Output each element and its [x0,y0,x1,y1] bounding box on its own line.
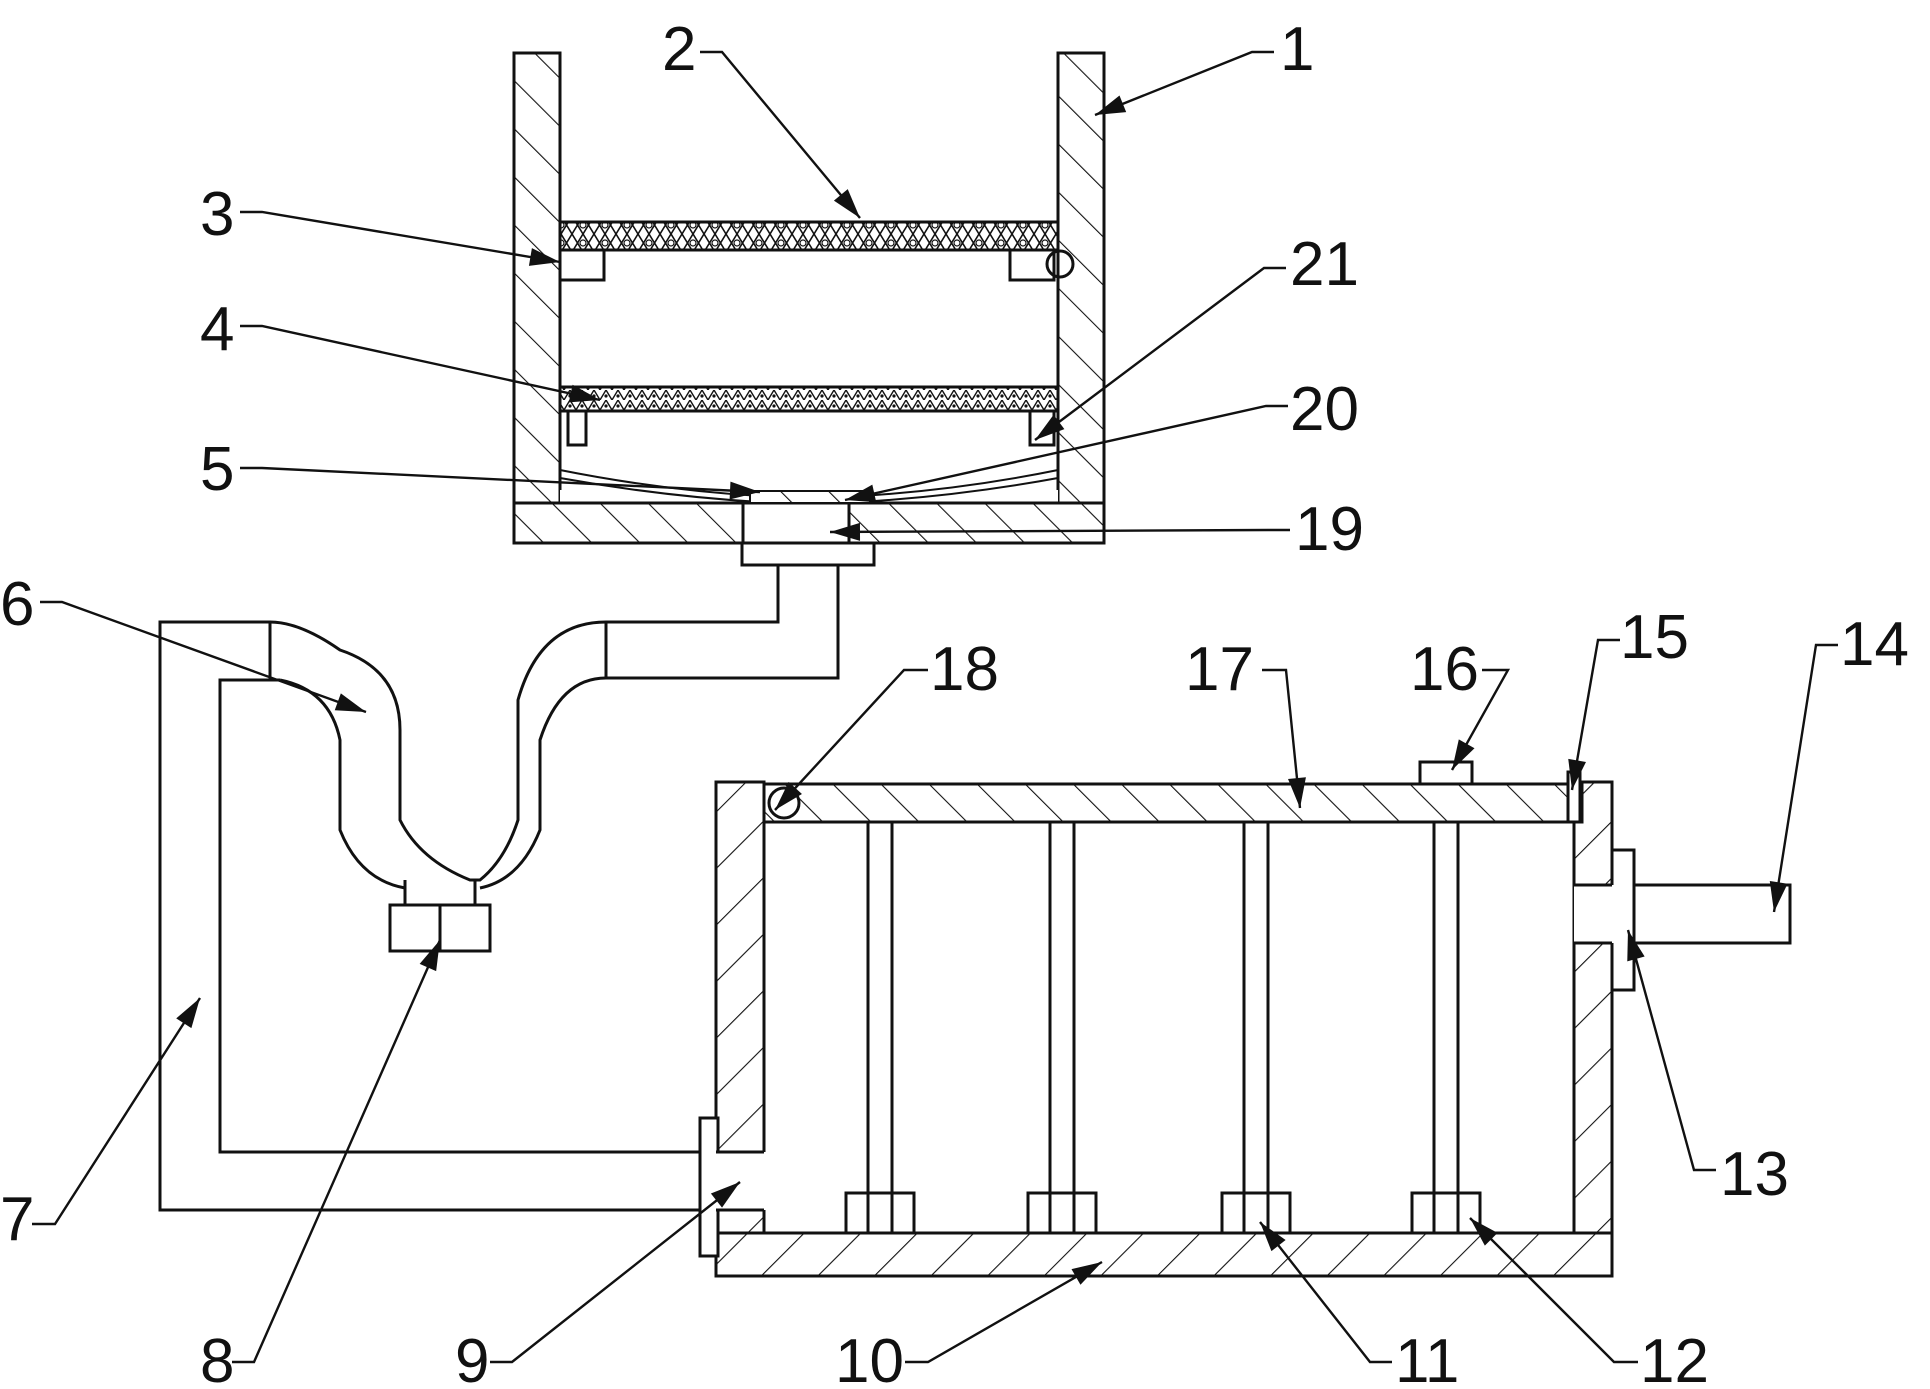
callout-label-20: 20 [1290,375,1359,444]
leader-line-3 [240,210,561,264]
callout-label-3: 3 [200,180,234,249]
arrowhead-8 [419,940,440,972]
leader-line-19 [829,528,1290,534]
callout-label-15: 15 [1620,603,1689,672]
arrowhead-2 [833,189,860,218]
callout-label-7: 7 [0,1185,34,1254]
arrowhead-13 [1627,930,1645,962]
leader-line-4 [240,324,601,402]
arrowhead-10 [1071,1262,1102,1285]
callout-label-12: 12 [1640,1327,1709,1389]
leader-line-17 [1262,668,1302,809]
arrowhead-18 [775,781,802,810]
leader-line-5 [240,466,761,494]
left-lower-support [566,409,588,447]
lower-tank-right-wall [1572,780,1614,1278]
leader-line-14 [1772,643,1838,913]
arrowhead-7 [176,998,200,1029]
arrowhead-21 [1035,414,1065,440]
leader-line-1 [1094,50,1274,117]
arrowhead-15 [1568,758,1586,790]
leader-line-15 [1570,638,1620,791]
callout-label-16: 16 [1410,635,1479,704]
callout-label-18: 18 [930,635,999,704]
arrowhead-17 [1288,777,1306,808]
callout-label-6: 6 [0,570,34,639]
inlet-flange [698,1116,720,1258]
leader-line-18 [774,668,928,811]
callout-label-19: 19 [1295,495,1364,564]
callout-label-8: 8 [200,1327,234,1389]
callout-label-9: 9 [455,1327,489,1389]
leader-line-11 [1259,1221,1392,1364]
lid-hinge [767,786,801,820]
callout-label-11: 11 [1395,1327,1459,1389]
lid-handle [1418,760,1474,786]
leader-line-16 [1450,668,1511,771]
leader-line-8 [232,939,442,1364]
arrowhead-5 [729,481,760,500]
callout-label-4: 4 [200,295,234,364]
leader-line-21 [1034,266,1286,441]
callout-label-1: 1 [1280,15,1314,84]
leader-line-7 [32,997,202,1226]
arrowhead-16 [1452,739,1475,770]
arrowhead-4 [568,384,600,403]
callout-label-14: 14 [1840,610,1909,679]
arrowhead-11 [1260,1222,1286,1252]
arrowhead-1 [1095,95,1127,115]
outlet-pipe [1632,883,1792,945]
upper-tank [512,51,1106,545]
leader-line-12 [1469,1217,1638,1364]
leader-line-13 [1626,929,1716,1172]
outlet-flange-right [1610,848,1636,992]
callout-label-5: 5 [200,435,234,504]
upper-filter-screen [558,220,1060,252]
arrowhead-14 [1769,880,1788,912]
callout-label-21: 21 [1290,230,1359,299]
outlet-plug [741,501,851,545]
lower-tank-floor [714,1231,1614,1278]
arrowhead-9 [710,1182,740,1208]
arrowhead-19 [830,522,861,541]
callout-label-10: 10 [835,1327,904,1389]
leader-line-9 [490,1181,741,1364]
leader-line-10 [905,1260,1103,1364]
arrowhead-12 [1470,1218,1498,1246]
arrowhead-6 [334,693,366,712]
upper-tank-left-wall [512,51,562,545]
upper-tank-right-wall [1056,51,1106,545]
leader-line-2 [700,50,861,219]
callout-label-13: 13 [1720,1140,1789,1209]
outlet-flange [740,541,876,567]
callout-label-2: 2 [662,15,696,84]
lower-filter-layer [558,385,1060,413]
upper-hinge [1045,249,1075,279]
filter-columns [844,820,1482,1235]
leader-lines [32,50,1838,1364]
callout-label-17: 17 [1185,635,1254,704]
leader-line-20 [844,404,1288,502]
leader-line-6 [40,600,367,714]
left-upper-support [558,248,606,282]
lower-tank-lid [762,782,1584,824]
arrowhead-20 [845,484,877,503]
arrowhead-3 [528,248,560,266]
